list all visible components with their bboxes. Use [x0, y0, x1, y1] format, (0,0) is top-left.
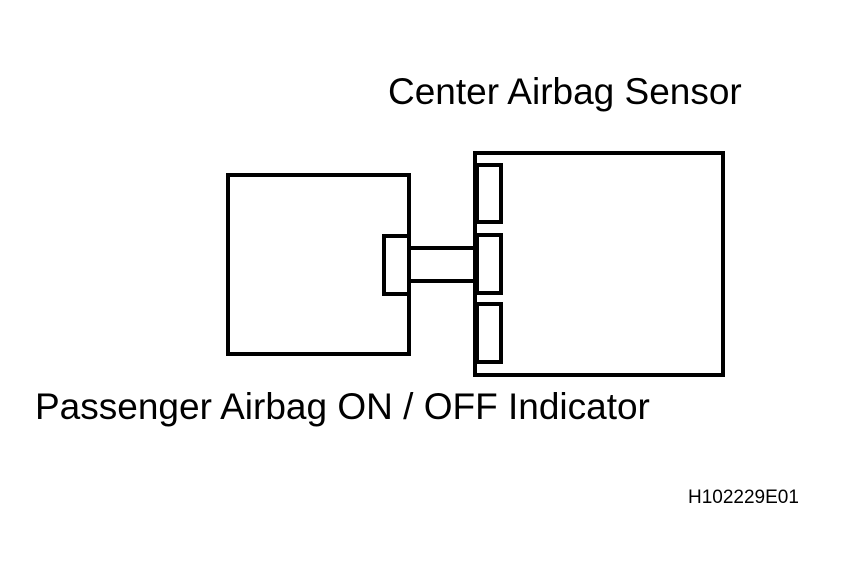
wire-harness [407, 246, 478, 283]
indicator-connector [382, 234, 411, 296]
center-airbag-sensor-label: Center Airbag Sensor [388, 71, 742, 112]
center-airbag-sensor-box [473, 151, 725, 377]
figure-code: H102229E01 [688, 487, 799, 508]
sensor-connector-middle [475, 233, 503, 295]
sensor-connector-top [475, 163, 503, 224]
passenger-indicator-box [226, 173, 411, 356]
passenger-indicator-label: Passenger Airbag ON / OFF Indicator [35, 386, 650, 427]
sensor-connector-bottom [475, 302, 503, 364]
